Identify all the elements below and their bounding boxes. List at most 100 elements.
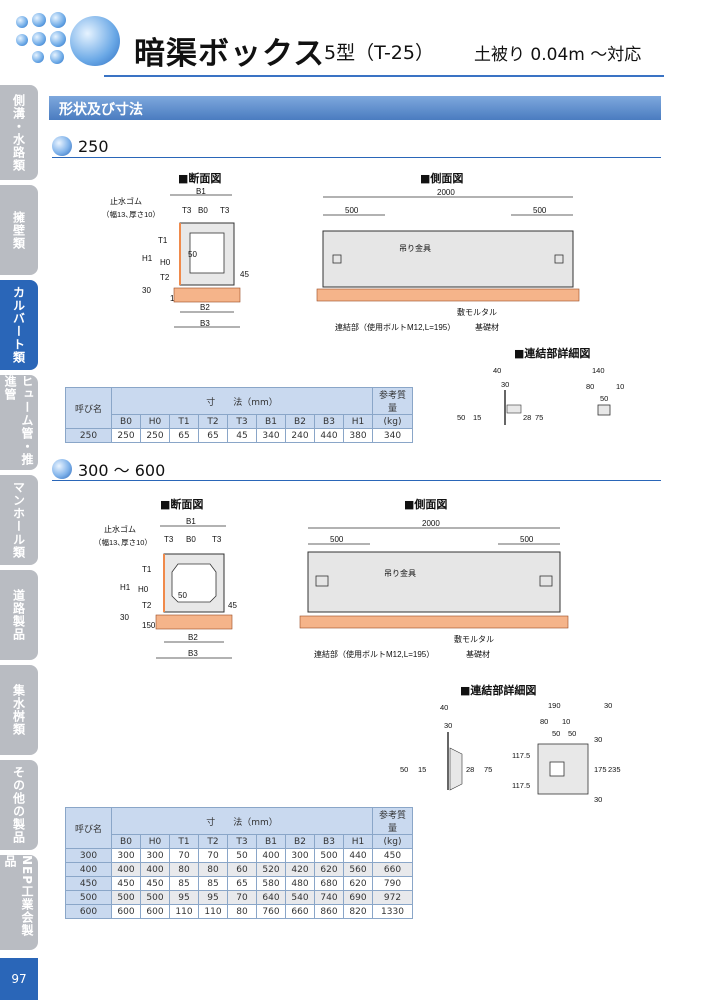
detail-b-175-text: 175: [594, 765, 607, 774]
dim-500-left-text: 500: [330, 535, 344, 544]
joint-detail-a-250: 40 30 50 15 28 75: [457, 366, 543, 425]
table-header-mass-unit: (kg): [372, 414, 413, 429]
dim-t1-text: T1: [158, 236, 168, 245]
cross-section-label: ■断面図: [160, 498, 204, 511]
detail-b-235-text: 235: [608, 765, 621, 774]
detail-b-80-text: 80: [540, 717, 548, 726]
detail-a-30-text: 30: [444, 721, 452, 730]
sidebar-tab-nep-products[interactable]: NEP工業会製品: [0, 855, 38, 950]
detail-b-10-text: 10: [616, 382, 624, 391]
water-stop-text: 止水ゴム: [104, 524, 136, 534]
dim-b1-text: B1: [186, 517, 196, 526]
subsection-heading-250: 250: [52, 135, 109, 157]
dim-500-right-text: 500: [520, 535, 534, 544]
table-header-h1: H1: [343, 414, 373, 429]
lifting-hardware-text: 吊り金具: [384, 568, 416, 578]
detail-a-75-text: 75: [484, 765, 492, 774]
dim-t2-text: T2: [160, 273, 170, 282]
dim-2000-text: 2000: [437, 188, 455, 197]
dim-h0-text: H0: [138, 585, 149, 594]
table-header-b2: B2: [285, 414, 315, 429]
detail-b-30c-text: 30: [594, 795, 602, 804]
title-rule: [104, 75, 664, 77]
dim-2000-text: 2000: [422, 519, 440, 528]
bullet-dot-icon: [52, 136, 72, 156]
dim-50-text: 50: [188, 250, 197, 259]
table-header-t2: T2: [198, 834, 228, 849]
sidebar-tab-gutters[interactable]: 側溝・水路類: [0, 85, 38, 180]
base-material-text: 基礎材: [466, 649, 490, 659]
page-subtitle: 5型（T-25）: [324, 42, 434, 64]
table-header-h1: H1: [343, 834, 373, 849]
detail-b-50a-text: 50: [552, 729, 560, 738]
table-header-h0: H0: [140, 834, 170, 849]
table-header-mass: 参考質量: [372, 387, 413, 415]
sidebar-tab-culverts[interactable]: カルバート類: [0, 280, 38, 370]
detail-a-50-text: 50: [457, 413, 465, 422]
detail-b-50-text: 50: [600, 394, 608, 403]
table-header-t3: T3: [227, 414, 257, 429]
joint-bolt-text: 連結部（使用ボルトM12,L=195）: [335, 322, 455, 332]
sidebar-tab-road-products[interactable]: 道路製品: [0, 570, 38, 660]
detail-b-80-text: 80: [586, 382, 594, 391]
mortar-text: 敷モルタル: [454, 634, 494, 644]
detail-b-117-5b-text: 117.5: [512, 781, 530, 790]
spec-table-300-600: 呼び名 寸 法（mm） 参考質量 B0 H0 T1 T2 T3 B1 B2 B3…: [65, 807, 413, 919]
brand-logo-dots: [12, 8, 120, 68]
side-view-diagram-250: 2000 500 500 吊り金具 敷モルタル 基礎材 連結部（使用ボルトM12…: [316, 188, 580, 332]
detail-b-30a-text: 30: [604, 701, 612, 710]
dim-b1-text: B1: [196, 187, 206, 196]
table-header-b0: B0: [111, 834, 141, 849]
mortar-text: 敷モルタル: [457, 307, 497, 317]
section-title-bar: 形状及び寸法: [49, 96, 661, 120]
detail-b-117-5a-text: 117.5: [512, 751, 530, 760]
detail-b-190-text: 190: [548, 701, 561, 710]
table-header-mass: 参考質量: [372, 807, 413, 835]
table-header-b3: B3: [314, 834, 344, 849]
table-header-t3: T3: [227, 834, 257, 849]
detail-a-28-text: 28: [466, 765, 474, 774]
page-title: 暗渠ボックス: [134, 36, 326, 72]
detail-b-50b-text: 50: [568, 729, 576, 738]
side-view-label: ■側面図: [404, 498, 448, 511]
dim-h1-text: H1: [120, 583, 131, 592]
dim-b2-text: B2: [200, 303, 210, 312]
sidebar-tab-retaining-walls[interactable]: 擁壁類: [0, 185, 38, 275]
dim-h0-text: H0: [160, 258, 171, 267]
joint-detail-b-300-600: 190 30 80 10 50 50 30 117.5 175 235 117.…: [512, 701, 621, 804]
detail-a-40-text: 40: [493, 366, 501, 375]
dim-b0-text: B0: [186, 535, 196, 544]
dim-30-text: 30: [120, 613, 129, 622]
table-header-t2: T2: [198, 414, 228, 429]
table-header-name: 呼び名: [65, 807, 112, 849]
detail-a-30-text: 30: [501, 380, 509, 389]
water-stop-spec-text: （幅13､厚さ10）: [102, 209, 160, 219]
sidebar-tab-catch-basins[interactable]: 集水桝類: [0, 665, 38, 755]
table-header-b2: B2: [285, 834, 315, 849]
table-header-dims: 寸 法（mm）: [111, 807, 373, 835]
sidebar-tab-hume-pipes[interactable]: ヒューム管・推進管: [0, 375, 38, 470]
cross-section-diagram-250: B1 止水ゴム （幅13､厚さ10） T3 B0 T3 T1 H1 H0 T2 …: [102, 187, 249, 328]
sidebar-tab-manholes[interactable]: マンホール類: [0, 475, 38, 565]
joint-bolt-text: 連結部（使用ボルトM12,L=195）: [314, 649, 434, 659]
water-stop-spec-text: （幅13､厚さ10）: [94, 537, 152, 547]
dim-t3b-text: T3: [220, 206, 230, 215]
table-header-name: 呼び名: [65, 387, 112, 429]
sidebar-tab-other-products[interactable]: その他の製品: [0, 760, 38, 850]
dim-t3-text: T3: [182, 206, 192, 215]
joint-detail-b-250: 140 80 10 50: [586, 366, 624, 416]
dim-45-text: 45: [228, 601, 237, 610]
table-header-mass-unit: (kg): [372, 834, 413, 849]
dim-b0-text: B0: [198, 206, 208, 215]
joint-detail-a-300-600: 40 30 50 15 28 75: [400, 703, 492, 791]
detail-a-28-text: 28: [523, 413, 531, 422]
dim-150-text: 150: [142, 621, 156, 630]
dim-h1-text: H1: [142, 254, 153, 263]
detail-a-75-text: 75: [535, 413, 543, 422]
dim-b2-text: B2: [188, 633, 198, 642]
